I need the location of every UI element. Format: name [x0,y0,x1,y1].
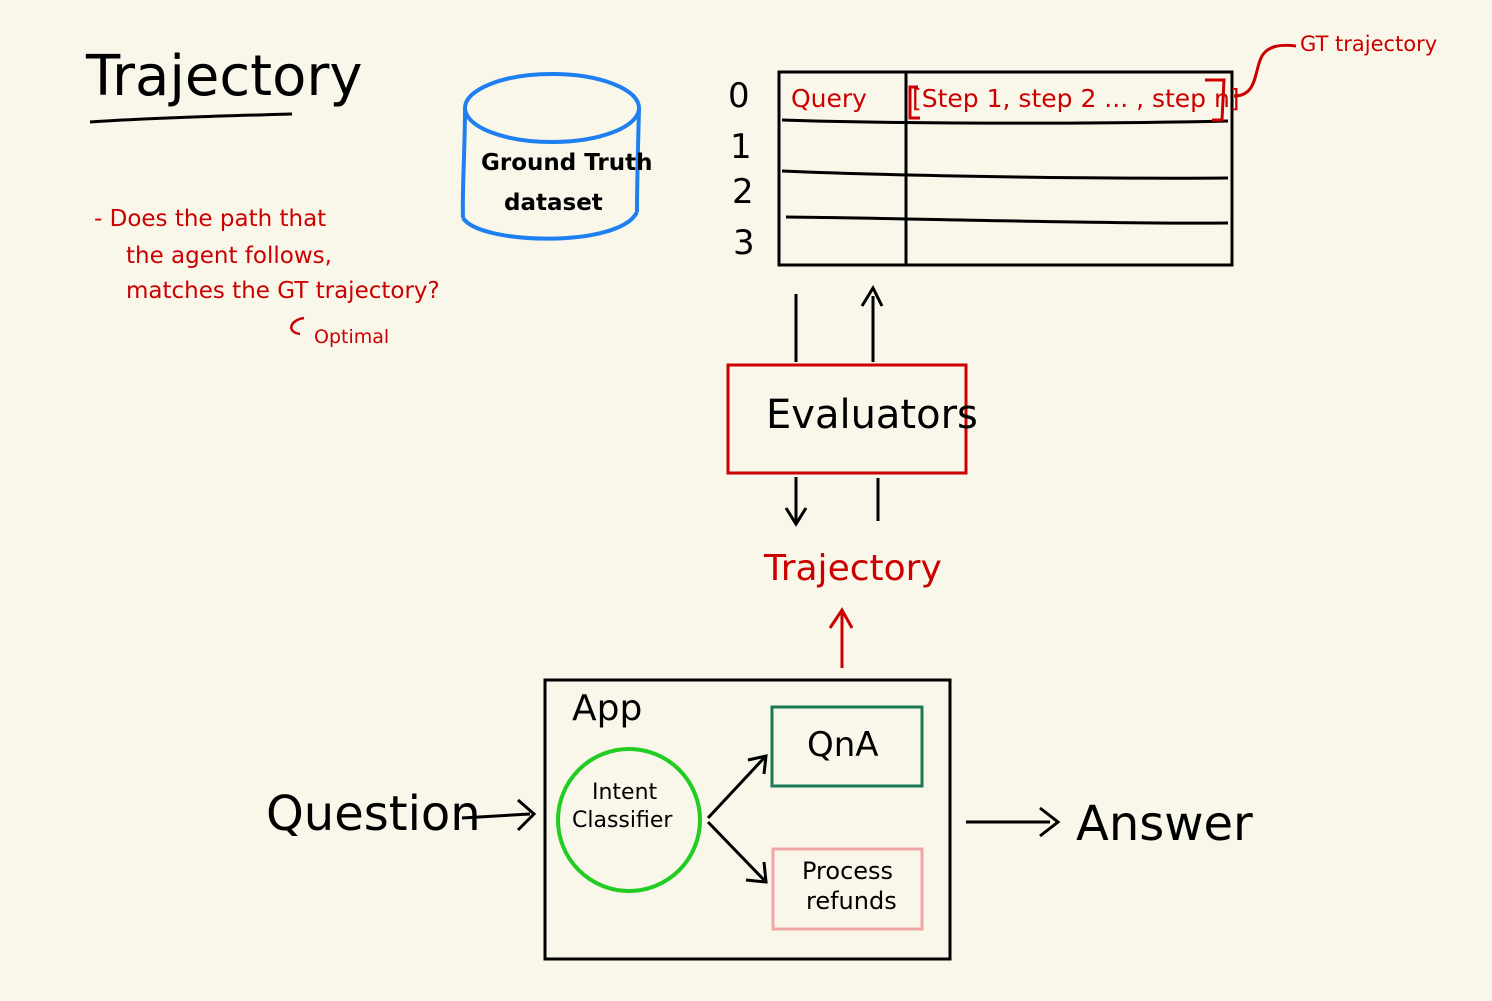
optimal-curl [290,316,305,336]
refunds-label-line-2: refunds [806,887,897,915]
qna-label: QnA [807,725,879,765]
answer-label: Answer [1076,796,1253,852]
db-label-line-2: dataset [504,190,603,216]
arrow-to-table-head [860,284,884,307]
note-line-2: the agent follows, [126,243,332,269]
page-title: Trajectory [86,44,363,109]
note-line-1: - Does the path that [94,206,327,232]
arrow-to-refunds [706,820,766,882]
steps-open-bracket [908,85,920,120]
intent-classifier-circle [556,747,702,893]
question-label: Question [266,786,481,842]
arrow-down-head [784,507,808,527]
row-index-0: 0 [728,76,750,116]
intent-label-line-1: Intent [592,780,658,805]
red-arrow-head [828,607,854,629]
row-index-3: 3 [733,223,755,263]
gt-trajectory-callout: GT trajectory [1300,32,1438,56]
gt-trajectory-callout-line [1233,43,1297,98]
title-underline [89,112,293,124]
arrow-to-refunds-head [745,861,768,884]
process-refunds-box [771,847,924,931]
qna-box [770,705,924,788]
question-arrow [461,812,531,820]
question-arrow-head [516,798,537,832]
table-header-steps: [Step 1, step 2 ... , step n] [912,84,1240,113]
arrow-to-qna-head [747,754,768,775]
table-header-query: Query [791,84,867,113]
steps-close-bracket [1205,78,1226,122]
app-box [543,678,952,961]
answer-arrow-head [1039,806,1061,838]
ground-truth-database [460,72,641,241]
intent-label-line-2: Classifier [572,808,673,833]
evaluators-label: Evaluators [766,392,978,438]
refunds-label-line-1: Process [802,857,894,885]
note-optimal: Optimal [314,326,390,348]
note-line-3: matches the GT trajectory? [126,278,440,304]
arrow-to-qna [706,756,766,820]
row-index-2: 2 [732,172,754,212]
db-label-line-1: Ground Truth [481,150,653,176]
trajectory-label: Trajectory [764,548,942,589]
row-index-1: 1 [730,127,752,167]
evaluators-box [726,363,968,475]
app-label: App [572,688,643,729]
dataset-table [777,70,1234,267]
